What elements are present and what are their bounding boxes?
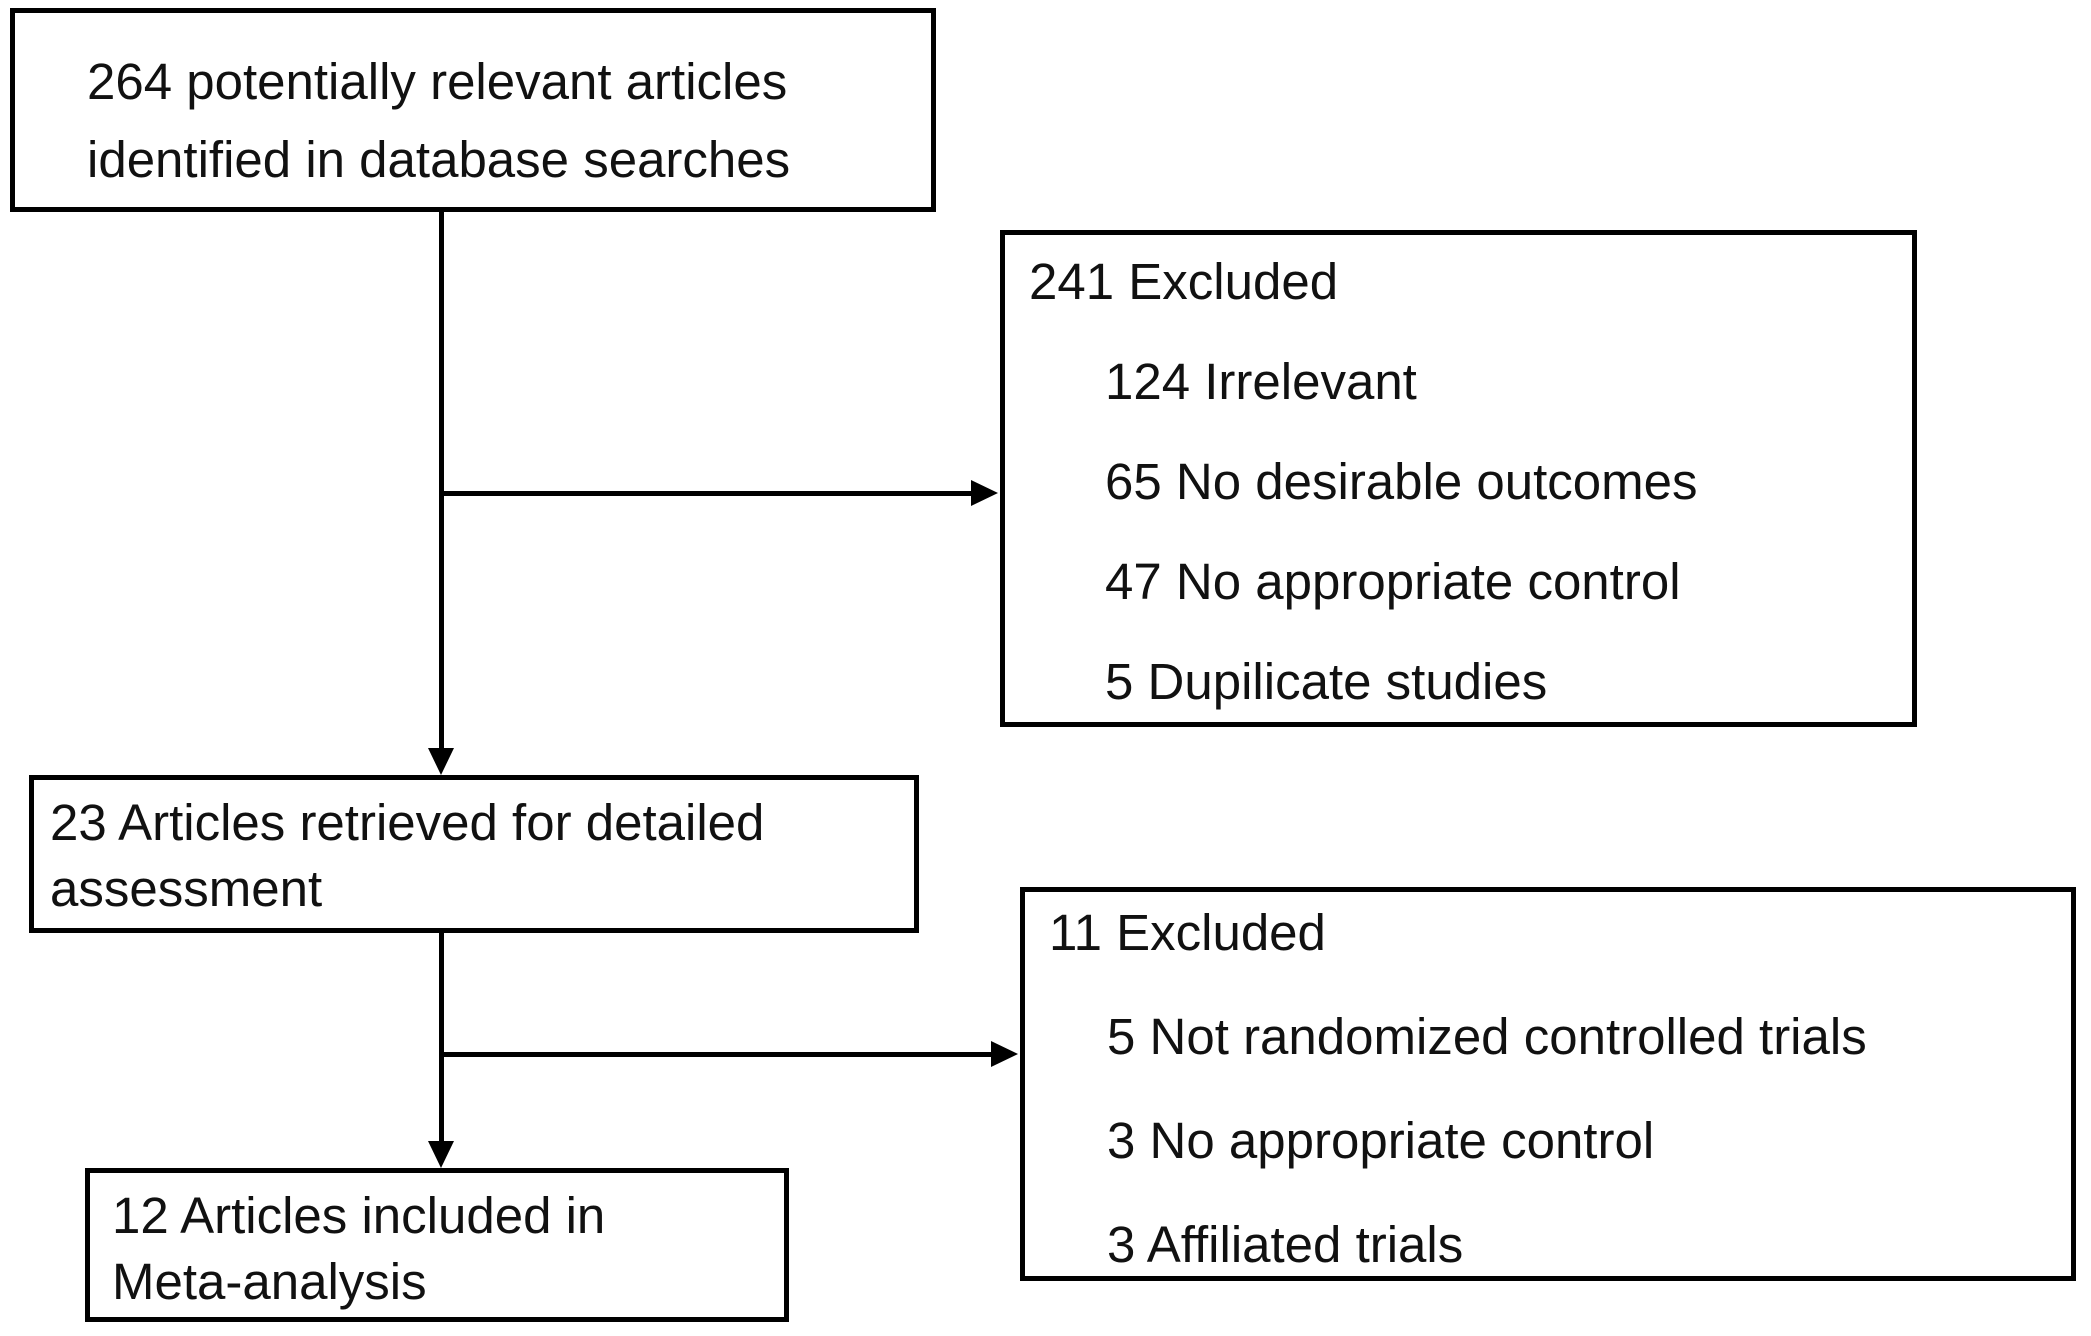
excluded-detailed-item: 3 No appropriate control <box>1107 1112 1655 1169</box>
included-line1: 12 Articles included in <box>112 1187 606 1244</box>
identified-line1: 264 potentially relevant articles <box>87 53 788 110</box>
included-line2: Meta-analysis <box>112 1253 427 1310</box>
connector-top-to-retrieved <box>439 212 444 748</box>
excluded-initial-item: 47 No appropriate control <box>1105 553 1681 610</box>
connector-branch-excluded-detailed <box>441 1052 993 1057</box>
excluded-detailed-item: 3 Affiliated trials <box>1107 1216 1464 1273</box>
box-excluded-initial: 241 Excluded 124 Irrelevant 65 No desira… <box>1000 230 1917 727</box>
excluded-initial-item: 124 Irrelevant <box>1105 353 1417 410</box>
arrow-right-icon <box>991 1041 1018 1067</box>
excluded-detailed-item: 5 Not randomized controlled trials <box>1107 1008 1867 1065</box>
connector-retrieved-to-included <box>439 933 444 1141</box>
retrieved-line2: assessment <box>50 860 323 917</box>
box-included-articles: 12 Articles included in Meta-analysis <box>85 1168 789 1322</box>
arrow-down-icon <box>428 1141 454 1168</box>
arrow-down-icon <box>428 748 454 775</box>
connector-branch-excluded-initial <box>441 491 973 496</box>
box-identified-articles: 264 potentially relevant articles identi… <box>10 8 936 212</box>
box-retrieved-articles: 23 Articles retrieved for detailed asses… <box>29 775 919 933</box>
identified-line2: identified in database searches <box>87 131 791 188</box>
arrow-right-icon <box>971 480 998 506</box>
excluded-initial-item: 5 Dupilicate studies <box>1105 653 1548 710</box>
excluded-detailed-title: 11 Excluded <box>1049 904 1326 961</box>
excluded-initial-item: 65 No desirable outcomes <box>1105 453 1698 510</box>
box-excluded-detailed: 11 Excluded 5 Not randomized controlled … <box>1020 887 2076 1281</box>
retrieved-line1: 23 Articles retrieved for detailed <box>50 794 765 851</box>
excluded-initial-title: 241 Excluded <box>1029 253 1339 310</box>
